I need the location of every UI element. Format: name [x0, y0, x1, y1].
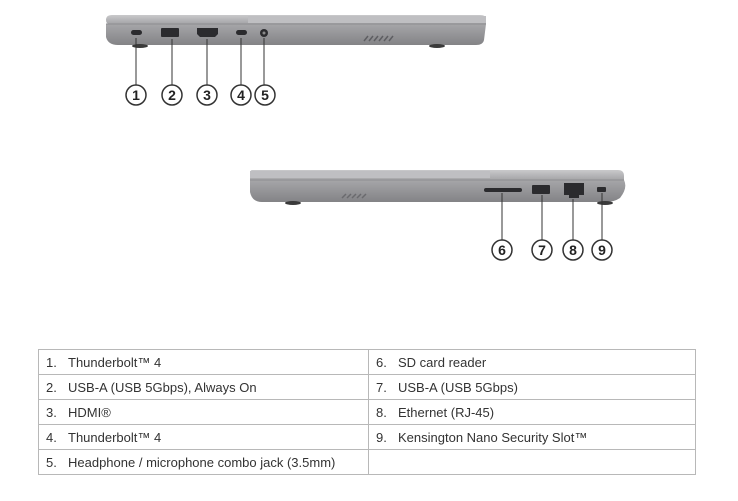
usb-c-port-icon [236, 30, 247, 35]
legend-cell: 3. HDMI® [38, 399, 369, 425]
table-row: 1. Thunderbolt™ 4 6. SD card reader [38, 349, 696, 375]
legend-cell: 5. Headphone / microphone combo jack (3.5… [38, 449, 369, 475]
hdmi-port-icon [197, 28, 218, 37]
legend-label: Ethernet (RJ-45) [398, 404, 495, 420]
svg-text:9: 9 [598, 242, 606, 258]
callout-9: 9 [591, 239, 613, 261]
legend-label: HDMI® [68, 404, 111, 420]
svg-text:5: 5 [261, 87, 269, 103]
legend-number: 6. [376, 354, 387, 370]
legend-cell: 4. Thunderbolt™ 4 [38, 424, 369, 450]
laptop-left-side: 1 2 3 4 5 [106, 15, 486, 106]
legend-label: Thunderbolt™ 4 [68, 354, 162, 370]
usb-a-port-icon [532, 185, 550, 194]
legend-number: 7. [376, 379, 387, 395]
legend-number: 4. [46, 429, 57, 445]
legend-label: Kensington Nano Security Slot™ [398, 429, 588, 445]
legend-cell-empty [368, 449, 696, 475]
legend-label: SD card reader [398, 354, 487, 370]
legend-label: USB-A (USB 5Gbps) [398, 379, 518, 395]
svg-text:4: 4 [237, 87, 245, 103]
callout-3: 3 [196, 84, 218, 106]
callout-1: 1 [125, 84, 147, 106]
legend-number: 5. [46, 454, 57, 470]
usb-a-port-icon [161, 28, 179, 37]
legend-number: 2. [46, 379, 57, 395]
legend-cell: 6. SD card reader [368, 349, 696, 375]
svg-text:1: 1 [132, 87, 140, 103]
legend-number: 9. [376, 429, 387, 445]
table-row: 5. Headphone / microphone combo jack (3.5… [38, 449, 696, 475]
callout-5: 5 [254, 84, 276, 106]
table-row: 4. Thunderbolt™ 4 9. Kensington Nano Secur… [38, 424, 696, 450]
leader-lines-right [501, 193, 603, 241]
legend-cell: 8. Ethernet (RJ-45) [368, 399, 696, 425]
legend-cell: 7. USB-A (USB 5Gbps) [368, 374, 696, 400]
vent-grille [363, 35, 394, 42]
laptop-right-side: 6 7 8 9 [250, 170, 626, 261]
legend-number: 3. [46, 404, 57, 420]
legend-number: 8. [376, 404, 387, 420]
callout-2: 2 [161, 84, 183, 106]
vent-grille [341, 193, 367, 199]
ports-legend-table: 1. Thunderbolt™ 4 6. SD card reader 2. USB-… [38, 349, 696, 475]
thunderbolt-port-icon [131, 30, 142, 35]
svg-text:3: 3 [203, 87, 211, 103]
legend-label: Headphone / microphone combo jack (3.5mm… [68, 454, 336, 470]
table-row: 3. HDMI® 8. Ethernet (RJ-45) [38, 399, 696, 425]
legend-cell: 2. USB-A (USB 5Gbps), Always On [38, 374, 369, 400]
svg-text:7: 7 [538, 242, 546, 258]
ethernet-port-icon [564, 183, 584, 198]
sd-slot-icon [484, 188, 522, 192]
legend-label: USB-A (USB 5Gbps), Always On [68, 379, 257, 395]
callout-8: 8 [562, 239, 584, 261]
callout-6: 6 [491, 239, 513, 261]
ports-diagram: 1 2 3 4 5 [106, 15, 626, 261]
callout-4: 4 [230, 84, 252, 106]
leader-lines-left [135, 38, 265, 86]
legend-number: 1. [46, 354, 57, 370]
legend-cell: 9. Kensington Nano Security Slot™ [368, 424, 696, 450]
legend-label: Thunderbolt™ 4 [68, 429, 162, 445]
svg-text:6: 6 [498, 242, 506, 258]
legend-cell: 1. Thunderbolt™ 4 [38, 349, 369, 375]
svg-text:8: 8 [569, 242, 577, 258]
lock-slot-icon [597, 187, 606, 192]
table-row: 2. USB-A (USB 5Gbps), Always On 7. USB-A (… [38, 374, 696, 400]
callout-7: 7 [531, 239, 553, 261]
svg-text:2: 2 [168, 87, 176, 103]
